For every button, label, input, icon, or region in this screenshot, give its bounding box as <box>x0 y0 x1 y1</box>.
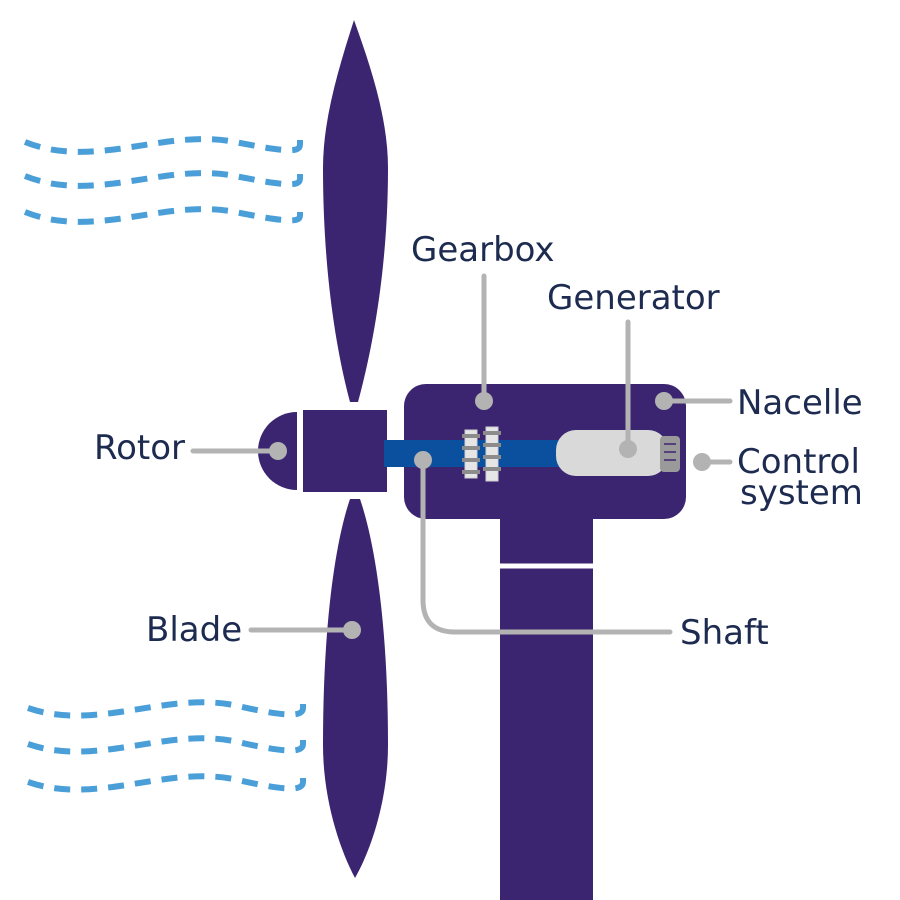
label-control-line2: system <box>740 473 863 513</box>
blade-bottom <box>323 499 388 878</box>
gearbox-gears <box>462 426 501 482</box>
generator <box>556 430 668 476</box>
control-chip <box>660 436 680 472</box>
wind-line <box>27 773 307 793</box>
label-nacelle: Nacelle <box>737 383 863 423</box>
wind-line <box>27 735 307 755</box>
label-rotor: Rotor <box>94 428 185 468</box>
wind-line <box>23 136 304 155</box>
label-gearbox: Gearbox <box>411 230 555 270</box>
tower <box>500 512 593 900</box>
rotor-hub <box>303 410 387 492</box>
label-control-line1: Control <box>737 442 860 482</box>
leader-lines <box>190 273 733 639</box>
wind-line <box>23 170 304 189</box>
wind-lines-top <box>23 136 304 225</box>
label-generator: Generator <box>547 278 720 318</box>
wind-lines-bottom <box>27 699 307 793</box>
wind-line <box>27 699 307 719</box>
label-shaft: Shaft <box>680 613 769 653</box>
blade-top <box>323 20 388 402</box>
label-blade: Blade <box>146 610 242 650</box>
wind-line <box>23 206 304 225</box>
